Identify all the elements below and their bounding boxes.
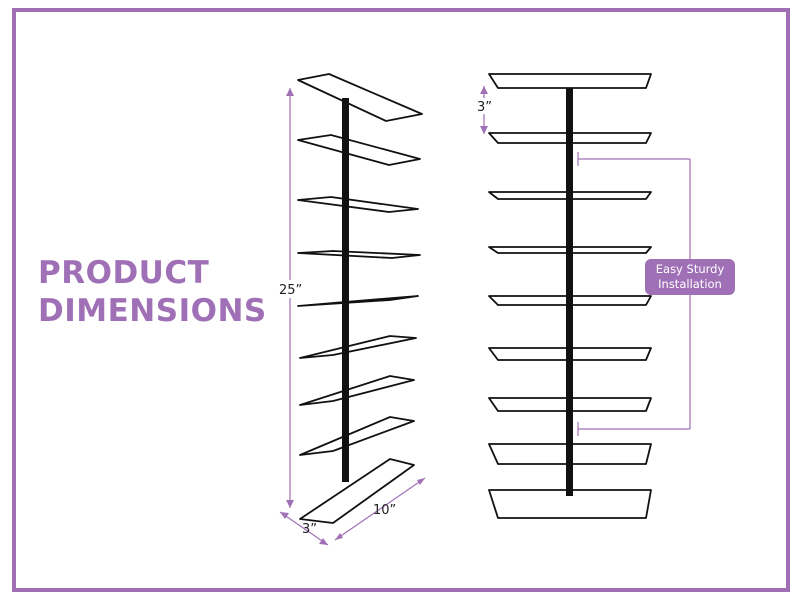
side-shelf-5 — [297, 295, 419, 307]
side-shelf-6 — [299, 335, 417, 359]
front-shelf-7 — [488, 397, 652, 412]
front-shelf-1 — [488, 73, 652, 89]
side-shelf-7 — [299, 375, 415, 406]
side-view-dimensions — [279, 88, 426, 546]
side-view-rack — [297, 73, 423, 524]
side-shelf-2 — [297, 134, 421, 166]
front-shelf-9 — [488, 489, 652, 519]
depth-dimension-line — [279, 511, 329, 546]
spacing-label: 3” — [477, 100, 492, 115]
height-label: 25” — [279, 283, 302, 298]
side-shelf-8 — [299, 416, 415, 456]
depth-label: 3” — [302, 522, 317, 537]
installation-callout: Easy Sturdy Installation — [645, 259, 735, 295]
front-shelf-6 — [488, 347, 652, 361]
front-view-rack — [488, 73, 652, 519]
side-shelf-4 — [297, 250, 421, 259]
front-shelf-8 — [488, 443, 652, 465]
side-shelf-3 — [297, 196, 419, 213]
title-line-1: PRODUCT — [38, 255, 210, 291]
callout-line-2: Installation — [658, 277, 722, 291]
border-frame — [12, 8, 790, 592]
side-view-post — [342, 98, 349, 482]
page-title: PRODUCT DIMENSIONS — [38, 254, 267, 330]
front-view-post — [566, 88, 573, 496]
height-label-bg — [276, 280, 304, 298]
front-shelf-3 — [488, 191, 652, 200]
side-shelf-9 — [299, 458, 415, 524]
front-shelf-5 — [488, 295, 652, 306]
callout-line-1: Easy Sturdy — [655, 262, 725, 276]
front-shelf-4 — [488, 246, 652, 254]
spacing-label-bg — [474, 98, 496, 114]
front-shelf-2 — [488, 132, 652, 144]
width-label: 10” — [373, 503, 396, 518]
side-shelf-1 — [297, 73, 423, 122]
title-line-2: DIMENSIONS — [38, 293, 267, 329]
width-dimension-line — [334, 477, 426, 541]
